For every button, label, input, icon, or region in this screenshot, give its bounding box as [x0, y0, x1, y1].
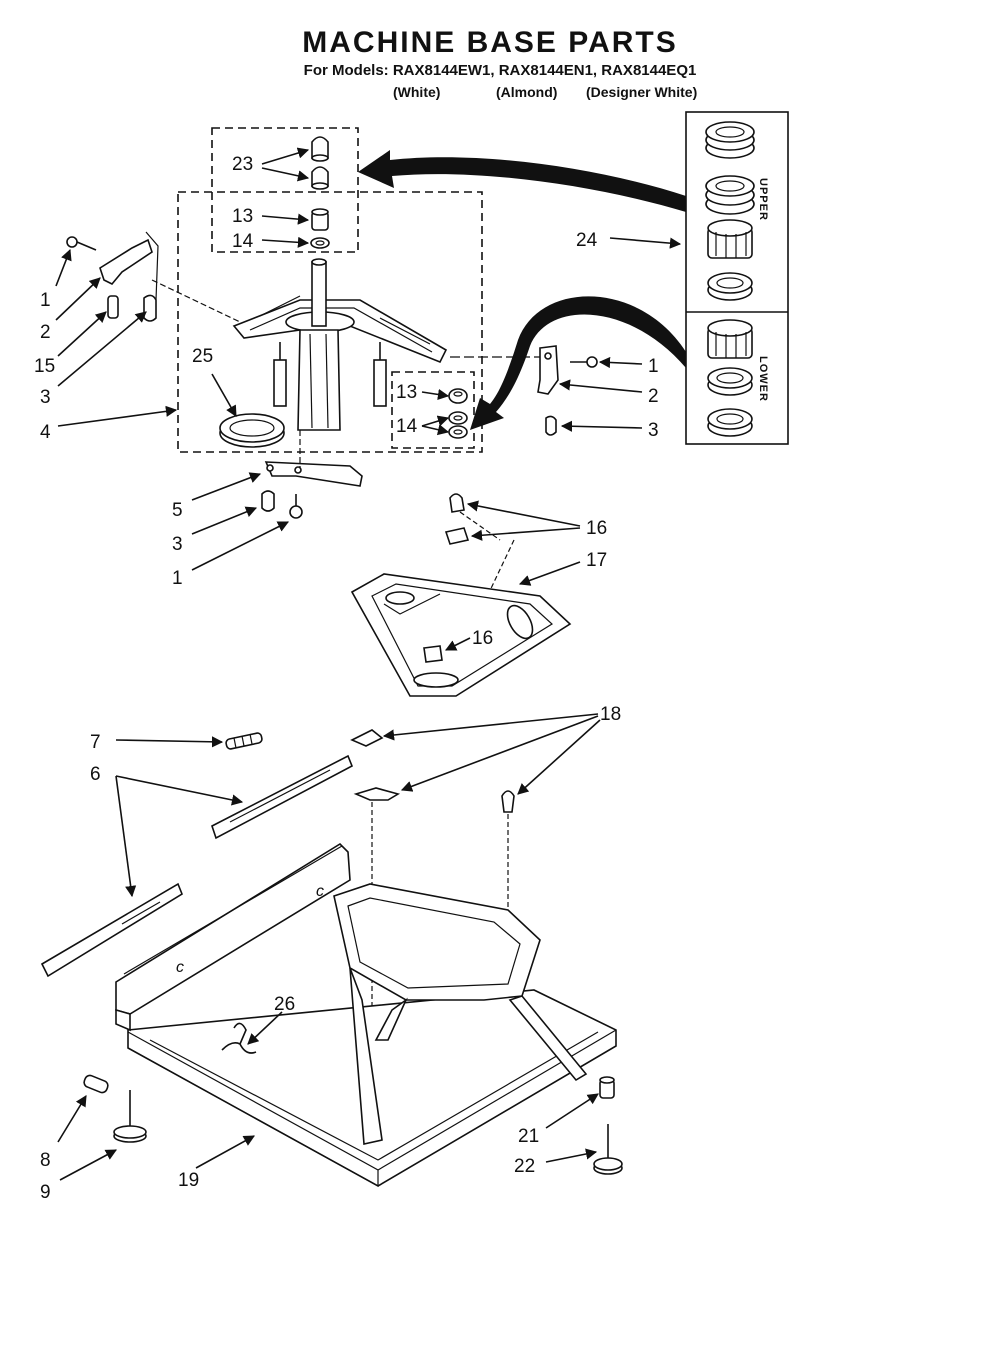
- variant-designer-white: (Designer White): [586, 84, 698, 100]
- lower-screw-1: [289, 494, 303, 519]
- models-line: For Models: RAX8144EW1, RAX8144EN1, RAX8…: [303, 62, 697, 79]
- washer-14: [310, 237, 330, 249]
- c-mark-1: c: [176, 959, 184, 976]
- callout-2-left: 2: [40, 322, 51, 343]
- callout-22: 22: [514, 1156, 535, 1177]
- drive-ring-25: [219, 413, 285, 448]
- left-spring: [107, 295, 119, 319]
- label-upper: UPPER: [757, 178, 769, 221]
- callout-1-low: 1: [172, 568, 183, 589]
- callout-1-left: 1: [40, 290, 51, 311]
- upper-ring-2: [705, 175, 755, 215]
- left-bracket: [99, 231, 159, 301]
- snubber-pad-16b: [444, 527, 470, 545]
- box-bushing-14b: [448, 425, 468, 439]
- box-bushing-14a: [448, 411, 468, 425]
- snubber-pad-16a: [449, 493, 465, 513]
- leveling-leg-22: [593, 1124, 623, 1175]
- callout-15: 15: [34, 356, 55, 377]
- lower-gear-bearing: [707, 319, 753, 359]
- machine-base-19: c c: [115, 842, 617, 1188]
- callout-4: 4: [40, 422, 51, 443]
- callout-2-right: 2: [648, 386, 659, 407]
- pad-leader-dashed-1: [459, 511, 501, 541]
- lower-clip-3: [261, 490, 275, 512]
- callout-16-low: 16: [472, 628, 493, 649]
- clip-18c: [501, 790, 515, 813]
- callout-19: 19: [178, 1170, 199, 1191]
- snubber-frame-17: [350, 573, 572, 697]
- bushing-23-a: [311, 136, 329, 162]
- left-leader-dashed: [151, 279, 241, 323]
- right-bracket: [537, 345, 559, 395]
- upper-ring-1: [705, 121, 755, 159]
- right-clip: [545, 415, 557, 436]
- snubber-pad-16c: [423, 645, 443, 663]
- callout-3-left: 3: [40, 387, 51, 408]
- callout-24: 24: [576, 230, 598, 251]
- spring-7: [225, 732, 263, 750]
- leader-lines: [55, 147, 682, 1181]
- callout-6: 6: [90, 764, 101, 785]
- bushing-23-b: [311, 166, 329, 190]
- callout-18: 18: [600, 704, 621, 725]
- bearing-kit-panel: UPPER LOWER: [685, 111, 789, 445]
- lower-ring-1: [707, 367, 753, 396]
- brace-6-upper: [211, 754, 354, 840]
- callout-16-top: 16: [586, 518, 607, 539]
- c-mark-2: c: [316, 883, 324, 900]
- callouts: 23 13 14 1 2 15 3 4 25 13 14 24 1 2 3 5 …: [34, 154, 659, 1203]
- callout-9: 9: [40, 1182, 51, 1203]
- callout-13-box: 13: [396, 382, 417, 403]
- callout-14-top: 14: [232, 231, 254, 252]
- callout-13-top: 13: [232, 206, 253, 227]
- clip-18a: [350, 729, 384, 747]
- bushing-13: [311, 208, 329, 231]
- callout-8: 8: [40, 1150, 51, 1171]
- callout-7: 7: [90, 732, 101, 753]
- transmission-assembly: [232, 258, 448, 431]
- label-lower: LOWER: [757, 356, 769, 402]
- leveling-leg-9: [113, 1090, 147, 1143]
- left-screw: [66, 236, 97, 251]
- kit-arrow-upper: [358, 150, 686, 212]
- callout-25: 25: [192, 346, 213, 367]
- callout-14-box: 14: [396, 416, 418, 437]
- group-box-bushings: [391, 371, 475, 449]
- clip-18b: [353, 787, 401, 801]
- callout-21: 21: [518, 1126, 539, 1147]
- kit-arrow-lower: [470, 296, 686, 430]
- brace-6-lower: [40, 882, 183, 978]
- callout-23: 23: [232, 154, 253, 175]
- right-screw: [570, 356, 598, 368]
- callout-26: 26: [274, 994, 295, 1015]
- leg-sleeve-8: [83, 1074, 109, 1094]
- callout-3-low: 3: [172, 534, 183, 555]
- group-box-top: [211, 127, 359, 253]
- upper-seal-ring: [707, 272, 753, 301]
- callout-17: 17: [586, 550, 607, 571]
- callout-3-right: 3: [648, 420, 659, 441]
- box-bushing-13: [448, 388, 468, 404]
- variant-almond: (Almond): [496, 84, 558, 100]
- callout-1-right: 1: [648, 356, 659, 377]
- lower-bracket-5: [264, 461, 363, 487]
- upper-gear-bearing: [707, 219, 753, 259]
- hook-26: [221, 1022, 257, 1054]
- leg-sleeve-21: [599, 1076, 615, 1099]
- callout-5: 5: [172, 500, 183, 521]
- lower-ring-2: [707, 408, 753, 437]
- variant-white: (White): [393, 84, 441, 100]
- diagram-title: MACHINE BASE PARTS: [302, 26, 678, 59]
- left-clip: [143, 294, 157, 322]
- group-box-transmission: [177, 191, 483, 453]
